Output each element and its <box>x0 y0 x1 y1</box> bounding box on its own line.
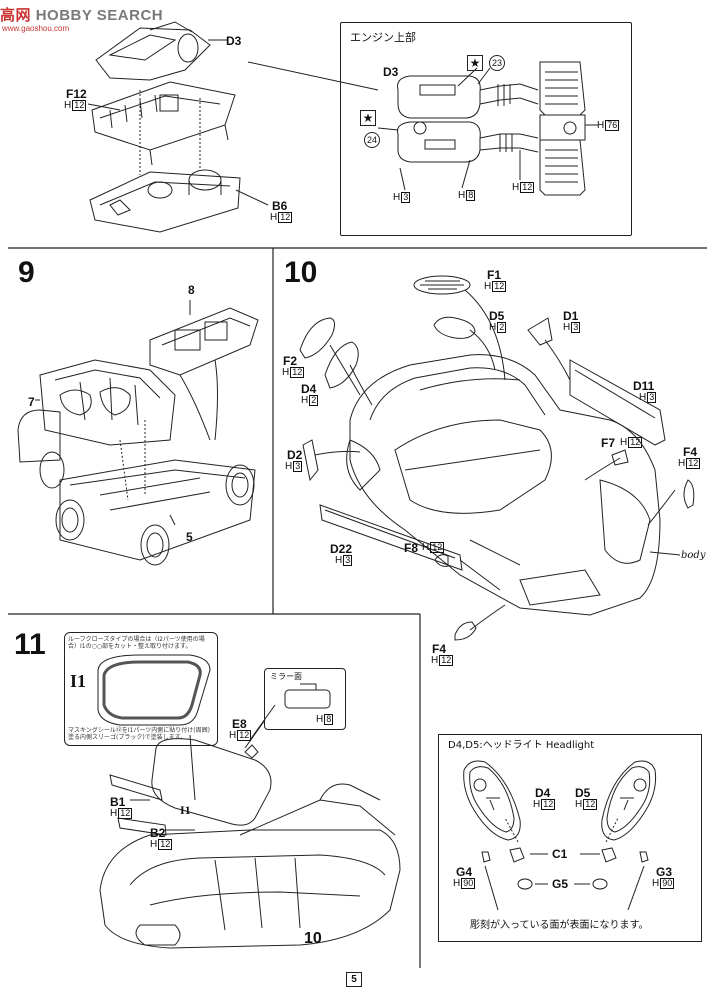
callout-g4: G4 <box>456 865 473 879</box>
mirror-inset-box <box>264 668 346 730</box>
callout-g5: G5 <box>552 877 569 891</box>
page-number: 5 <box>346 972 362 987</box>
inset-callout-d3: D3 <box>383 65 399 79</box>
headlight-detail-box <box>438 734 702 942</box>
step9-chassis-drawing <box>17 300 259 566</box>
callout-c1: C1 <box>552 847 568 861</box>
callout-d5-headlight: D5 <box>575 786 591 800</box>
callout-i1: I1 <box>180 803 191 817</box>
callout-g3: G3 <box>656 865 673 879</box>
callout-d4: D4 <box>301 382 317 396</box>
callout-f2: F2 <box>283 354 298 368</box>
window-note-bottom: マスキングシール⑫をI1パーツ内側に貼り付け(周囲)塗る内側スリーゴ(ブラック)… <box>68 727 210 741</box>
window-part-label: I1 <box>70 671 87 691</box>
watermark-logo-char: 高 <box>0 7 16 24</box>
callout-d11: D11 <box>633 379 655 393</box>
star-icon: ★ <box>360 110 376 126</box>
callout-f8: F8 <box>404 541 419 555</box>
callout-b6: B6 <box>272 199 288 213</box>
body-label: body <box>681 550 706 561</box>
watermark-logo: 高网 HOBBY SEARCH <box>0 4 163 25</box>
decal-23-marker: 23 <box>489 55 505 71</box>
callout-d5: D5 <box>489 309 505 323</box>
callout-d22: D22 <box>330 542 353 556</box>
window-note-top: ルーフクローズタイプの場合は（I2パーツ使用の場合）I1の○○部をカット・整え取… <box>68 636 205 650</box>
callout-f7: F7 <box>601 436 616 450</box>
callout-e8: E8 <box>232 717 247 731</box>
mirror-title: ミラー面 <box>270 672 302 681</box>
callout-part-5: 5 <box>186 530 193 544</box>
callout-part-7: 7 <box>28 395 35 409</box>
engine-top-inset <box>340 22 632 236</box>
window-mask-note-box <box>64 632 218 746</box>
callout-part-8: 8 <box>188 283 195 297</box>
callout-f4: F4 <box>683 445 698 459</box>
callout-f12: F12 <box>66 87 87 101</box>
callout-d3: D3 <box>226 34 242 48</box>
callout-f1: F1 <box>487 268 502 282</box>
callout-f4-lower: F4 <box>432 642 447 656</box>
step10-body-drawing <box>299 275 695 641</box>
callout-d2: D2 <box>287 448 303 462</box>
step-ref-10: 10 <box>304 930 322 947</box>
engine-top-detail-drawing <box>377 61 598 196</box>
step11-window-drawing <box>97 654 401 949</box>
step-number-10: 10 <box>284 256 318 289</box>
step-number-11: 11 <box>14 628 46 661</box>
star-icon: ★ <box>467 55 483 71</box>
callout-d1: D1 <box>563 309 579 323</box>
callout-b1: B1 <box>110 795 126 809</box>
step-number-9: 9 <box>18 256 35 289</box>
inset-title: エンジン上部 <box>350 31 416 44</box>
callout-d4-headlight: D4 <box>535 786 551 800</box>
watermark-logo-char: 网 <box>15 7 32 24</box>
decal-24-marker: 24 <box>364 132 380 148</box>
engine-assembly-drawing <box>87 21 269 233</box>
watermark-brand: HOBBY SEARCH <box>35 7 164 24</box>
callout-b2: B2 <box>150 826 166 840</box>
watermark-url: www.gaoshou.com <box>2 24 70 33</box>
headlight-note: 彫刻が入っている面が表面になります。 <box>470 920 649 931</box>
headlight-title: D4,D5:ヘッドライト Headlight <box>448 740 595 751</box>
